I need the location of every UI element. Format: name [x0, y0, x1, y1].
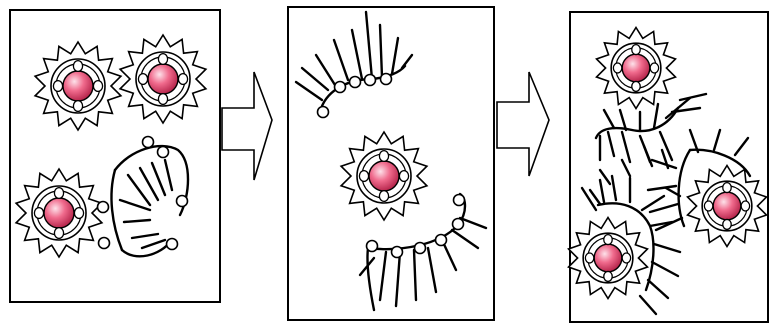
bead-icon [167, 239, 178, 250]
bead-icon [392, 247, 403, 258]
bead-icon [367, 241, 378, 252]
bead-icon [177, 196, 188, 207]
right-arrow-icon [222, 72, 272, 180]
bead-icon [454, 195, 465, 206]
bead-icon [381, 74, 392, 85]
bead-icon [335, 82, 346, 93]
bead-icon [318, 107, 329, 118]
bead-icon [415, 243, 426, 254]
bead-icon [365, 75, 376, 86]
right-arrow-icon [497, 72, 549, 176]
bead-icon [350, 77, 361, 88]
bead-icon [143, 137, 154, 148]
bead-icon [453, 219, 464, 230]
bead-icon [158, 147, 169, 158]
bead-icon [98, 202, 109, 213]
bead-icon [99, 238, 110, 249]
bead-icon [436, 235, 447, 246]
